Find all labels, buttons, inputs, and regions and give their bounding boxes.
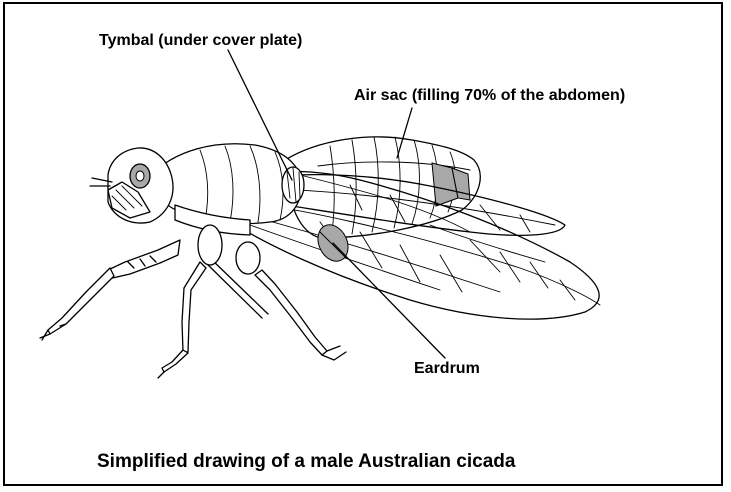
head: [90, 148, 173, 223]
air-sac-label: Air sac (filling 70% of the abdomen): [354, 88, 625, 104]
tymbal-label: Tymbal (under cover plate): [99, 33, 302, 49]
legs: [40, 240, 346, 378]
eardrum-label: Eardrum: [414, 361, 480, 377]
diagram-caption: Simplified drawing of a male Australian …: [97, 452, 515, 471]
